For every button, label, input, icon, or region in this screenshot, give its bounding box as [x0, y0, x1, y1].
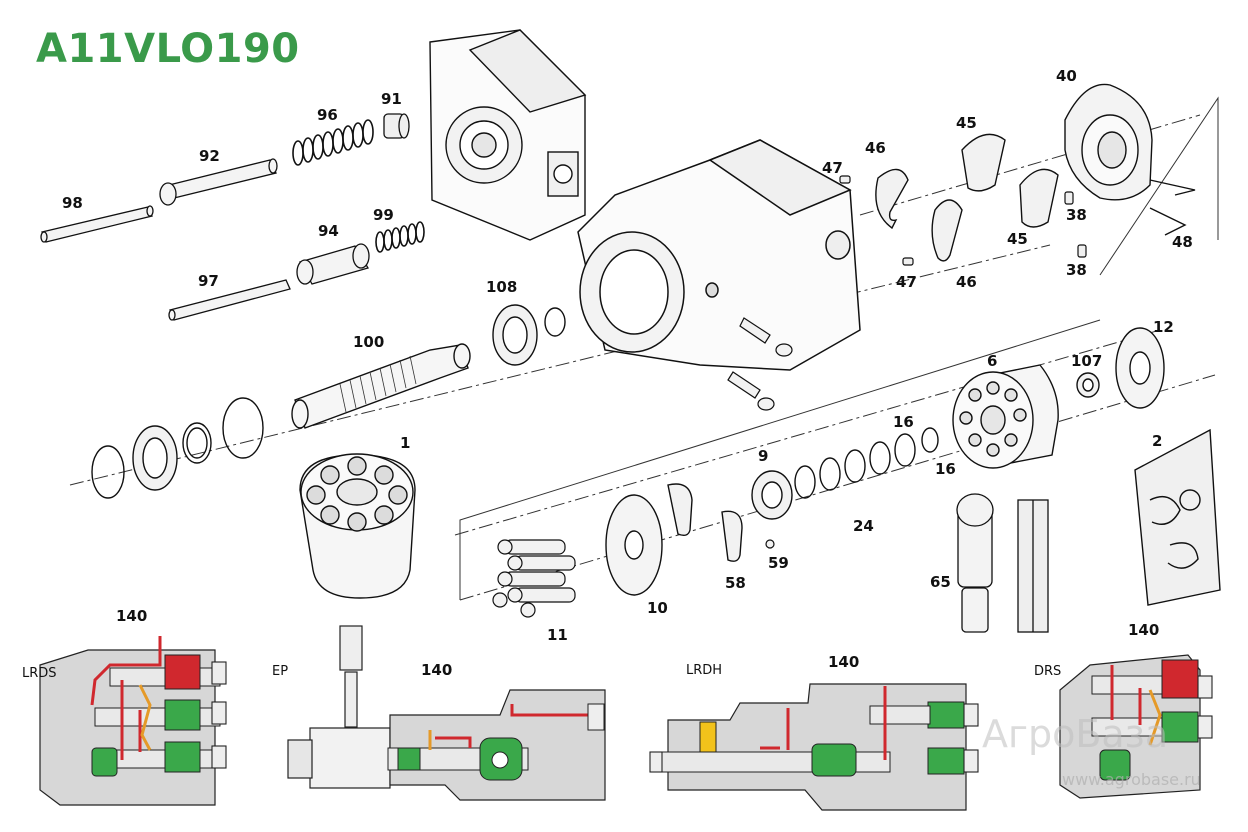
callout-92: 92: [199, 147, 220, 165]
part-46-bearing-shell: [875, 168, 963, 262]
part-107-bushing: [1076, 372, 1100, 398]
part-40-swashplate: [1064, 83, 1196, 201]
callout-46-a: 46: [865, 139, 886, 157]
callout-97: 97: [198, 272, 219, 290]
part-10-retaining-plate: [605, 494, 663, 596]
callout-98: 98: [62, 194, 83, 212]
part-59-screw: [765, 539, 775, 549]
part-100-drive-shaft: [291, 343, 471, 429]
watermark-brand: АгроБаза: [982, 712, 1169, 756]
callout-16-b: 16: [935, 460, 956, 478]
part-96-spring: [292, 119, 374, 166]
callout-16-a: 16: [893, 413, 914, 431]
part-12-control-plate: [1115, 327, 1165, 409]
part-97-pin: [168, 279, 291, 321]
callout-94: 94: [318, 222, 339, 240]
valve-part-drs: 140: [1128, 621, 1160, 639]
callout-108: 108: [486, 278, 518, 296]
callout-65: 65: [930, 573, 951, 591]
part-98-pin: [40, 205, 154, 243]
callout-2: 2: [1152, 432, 1163, 450]
part-92-pin: [159, 158, 278, 206]
part-24-disc-spring-set: [794, 427, 939, 499]
part-11-piston-set: [492, 539, 576, 618]
main-pump-housing: [577, 139, 861, 371]
part-65-swivel: [956, 493, 1049, 633]
valve-part-lrdh: 140: [828, 653, 860, 671]
part-6-cylinder-block: [952, 364, 1059, 469]
valve-label-lrdh: LRDH: [686, 663, 723, 678]
callout-11: 11: [547, 626, 568, 644]
housing-screws: [727, 317, 793, 411]
model-title: A11VLO190: [36, 26, 300, 72]
callout-91: 91: [381, 90, 402, 108]
callout-100: 100: [353, 333, 385, 351]
callout-9: 9: [758, 447, 769, 465]
callout-59: 59: [768, 554, 789, 572]
part-1-rotary-group: [299, 453, 416, 599]
valve-ep-section: [287, 625, 606, 801]
callout-45-a: 45: [956, 114, 977, 132]
valve-label-lrds: LRDS: [22, 666, 57, 681]
valve-drs-section: [1059, 654, 1213, 799]
callout-58: 58: [725, 574, 746, 592]
valve-label-drs: DRS: [1034, 664, 1062, 679]
watermark-url: www.agrobase.ru: [1062, 770, 1201, 789]
callout-6: 6: [987, 352, 998, 370]
part-94-piston: [296, 243, 370, 285]
part-108-bearing: [492, 304, 566, 366]
port-plate-housing: [429, 29, 587, 241]
valve-part-lrds: 140: [116, 607, 148, 625]
callout-45-b: 45: [1007, 230, 1028, 248]
callout-1: 1: [400, 434, 411, 452]
part-99-spring: [375, 221, 425, 253]
callout-38-a: 38: [1066, 206, 1087, 224]
part-45-bearing-shell: [961, 133, 1059, 228]
valve-label-ep: EP: [272, 664, 289, 679]
callout-40: 40: [1056, 67, 1077, 85]
part-48-feedback-lever: [1149, 207, 1187, 236]
callout-96: 96: [317, 106, 338, 124]
callout-99: 99: [373, 206, 394, 224]
frame-lines: [459, 96, 1219, 600]
callout-107: 107: [1071, 352, 1103, 370]
part-47-pins: [839, 175, 1087, 266]
callout-12: 12: [1153, 318, 1174, 336]
valve-lrds-section: [39, 636, 227, 806]
callout-47-b: 47: [896, 273, 917, 291]
part-58-pad: [667, 483, 743, 562]
valve-lrdh-section: [649, 683, 979, 811]
callout-38-b: 38: [1066, 261, 1087, 279]
part-9-ball-guide: [751, 470, 793, 520]
callout-47-a: 47: [822, 159, 843, 177]
part-91-bushing: [383, 113, 410, 139]
callout-10: 10: [647, 599, 668, 617]
valve-part-ep: 140: [421, 661, 453, 679]
callout-24: 24: [853, 517, 874, 535]
shaft-seal-rings: [91, 397, 264, 499]
callout-48: 48: [1172, 233, 1193, 251]
callout-46-b: 46: [956, 273, 977, 291]
part-2-seal-kit: [1134, 428, 1221, 606]
